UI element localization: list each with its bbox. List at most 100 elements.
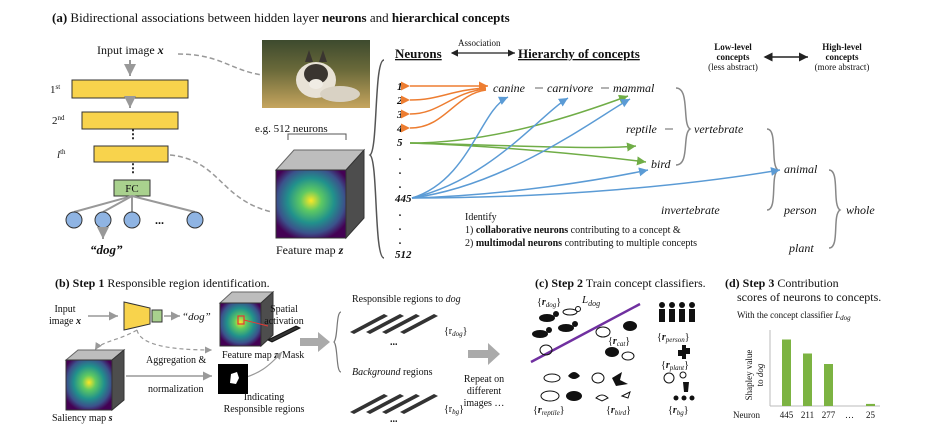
neuron-dot-2: . [399, 165, 402, 177]
neuron-dot-3: . [399, 179, 402, 191]
chart-bar-0 [782, 339, 791, 406]
feature-map-cube [274, 148, 366, 240]
bg-region-bars [350, 394, 438, 414]
classifier-line [530, 302, 641, 364]
eg-512-neurons: e.g. 512 neurons [255, 123, 328, 135]
panel-d-title-l2: scores of neurons to concepts. [737, 290, 881, 304]
neurons-bracket [287, 133, 347, 140]
indicating-mask [218, 364, 248, 394]
chart-xtick-2: 277 [822, 410, 836, 420]
neuron-dot-5: . [399, 221, 402, 233]
saliency-map-label: Saliency map s [52, 413, 113, 424]
neuron-445: 445 [394, 193, 412, 205]
resp-regions-label: Responsible regions to dog [352, 294, 461, 305]
spatial-activation-bar [266, 325, 302, 343]
plant-icon [663, 345, 690, 392]
chart-xtick-3: … [845, 410, 854, 420]
neuron-dot-6: . [399, 235, 402, 247]
association-label: Association [458, 38, 501, 48]
repeat-l3: images … [464, 398, 505, 409]
b-network-fc [151, 309, 163, 323]
b-dog-quote: “dog” [182, 311, 211, 323]
fc-label: FC [125, 183, 138, 195]
panel-d-title-l1: (d) Step 3 Contribution [725, 276, 839, 290]
high-level-line1: High-level [822, 42, 862, 52]
low-level-line1: Low-level [714, 42, 752, 52]
layer-dots-2: ⋮ [127, 161, 139, 175]
concept-whole: whole [846, 203, 875, 217]
association-curves [400, 81, 781, 199]
background-icon [673, 395, 695, 401]
b-network-funnel [123, 301, 151, 331]
high-level-line2: concepts [826, 52, 859, 62]
l-dog-label: Ldog [581, 294, 600, 308]
output-node-4 [186, 211, 204, 229]
curve-5-mammal [409, 94, 629, 144]
low-level-line2: concepts [717, 52, 750, 62]
bg-ellipsis: ... [390, 414, 398, 425]
curve-445-mammal [411, 98, 631, 199]
curve-3-canine [400, 88, 487, 119]
output-node-1 [65, 211, 83, 229]
chart-xtick-1: 211 [801, 410, 814, 420]
chart-bar-1 [803, 353, 812, 406]
chart-xlabel: Neuron [733, 410, 760, 420]
concept-mammal: mammal [613, 81, 655, 95]
b-dashed-to-saliency [94, 329, 138, 351]
spatial-red-line [243, 319, 269, 327]
b-input-image-l2: image x [49, 316, 81, 327]
r-dog-set: {rdog} [444, 326, 467, 338]
panel-b-title: (b) Step 1 Responsible region identifica… [55, 276, 270, 290]
chart-ylabel-l2: to dog [755, 363, 765, 386]
set-r-person: {rperson} [657, 332, 690, 344]
set-r-plant: {rplant} [661, 360, 689, 372]
brace-vertebrate [675, 87, 692, 166]
curve-445-canine [411, 96, 509, 199]
input-image-label: Input image x [97, 43, 164, 57]
identify-note: Identify 1) collaborative neurons contri… [465, 212, 697, 249]
concept-animal: animal [784, 162, 818, 176]
output-node-3 [123, 211, 141, 229]
cat-icon [595, 321, 637, 361]
fc-output-lines [73, 195, 196, 213]
layer-2-box [81, 111, 179, 130]
neuron-1: 1 [397, 81, 403, 93]
brace-animal [766, 128, 780, 211]
set-r-bg: {rbg} [668, 405, 689, 417]
low-level-line3: (less abstract) [708, 62, 758, 72]
concept-reptile: reptile [626, 122, 658, 136]
chart-bar-4 [866, 403, 875, 406]
b-feature-map-label: Feature map z [222, 350, 278, 361]
neurons-header: Neurons [395, 46, 442, 61]
concept-carnivore: carnivore [547, 81, 594, 95]
curve-2-canine [400, 87, 487, 105]
concept-set-labels: {rdog} {rperson} {rcat} {rplant} {rrepti… [533, 297, 690, 417]
neuron-dot-1: . [399, 151, 402, 163]
b-dashed-to-featuremap [136, 329, 213, 354]
feature-map-label: Feature map z [276, 243, 344, 257]
set-r-cat: {rcat} [608, 336, 630, 348]
curve-5-bird [409, 142, 647, 166]
spatial-activation-l1: Spatial [270, 304, 298, 315]
neuron-id-list: 1 2 3 4 5 . . . 445 . . . 512 [394, 81, 412, 261]
chart-xtick-0: 445 [780, 410, 794, 420]
set-r-bird: {rbird} [606, 405, 631, 417]
repeat-l2: different [467, 386, 501, 397]
classifier-note: With the concept classifier Ldog [737, 310, 851, 322]
chart-xtick-4: 25 [866, 410, 876, 420]
bird-icon [591, 372, 631, 402]
concept-bird: bird [651, 157, 672, 171]
input-dog-photo [262, 40, 370, 108]
svg-text:2) multimodal neurons contribu: 2) multimodal neurons contributing to mu… [465, 238, 697, 249]
curve-445-animal [411, 167, 781, 199]
repeat-arrow [468, 343, 500, 365]
chart-bars [782, 339, 875, 406]
b-big-arrow [300, 332, 330, 352]
reptile-icon [540, 372, 582, 402]
concept-plant: plant [788, 241, 814, 255]
curve-445-bird [411, 167, 649, 199]
neuron-4: 4 [396, 123, 403, 135]
indicating-l1: Indicating [244, 392, 285, 403]
neuron-3: 3 [396, 109, 403, 121]
